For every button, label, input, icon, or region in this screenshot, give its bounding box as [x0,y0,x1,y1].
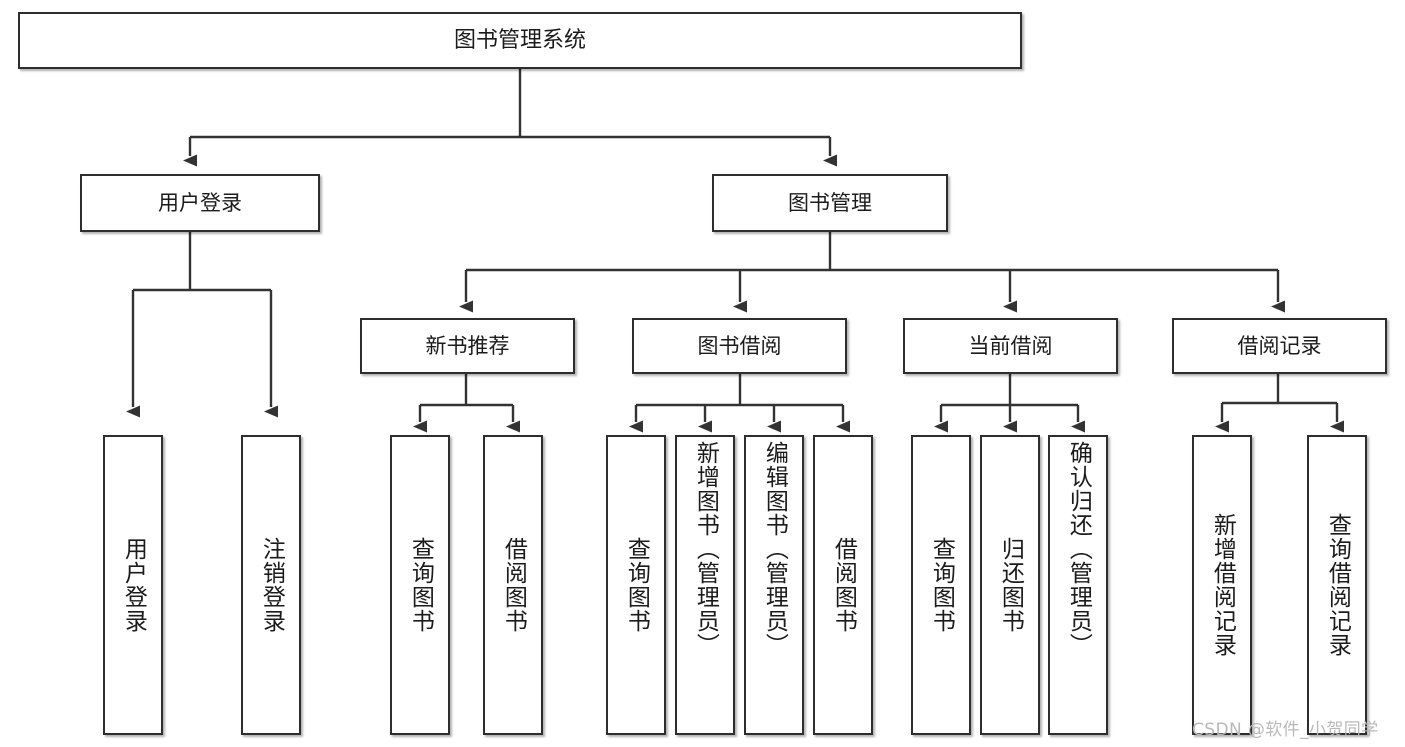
leaf-label: 归还图书 [997,537,1024,633]
node-book-management[interactable]: 图书管理 [712,174,948,232]
node-new-book-recommend-label: 新书推荐 [425,333,510,358]
leaf-book-borrow-borrow-book[interactable]: 借阅图书 [813,435,873,735]
leaf-current-borrow-query-book[interactable]: 查询图书 [911,435,971,735]
node-book-management-label: 图书管理 [788,190,872,215]
leaf-new-book-recommend-borrow-book[interactable]: 借阅图书 [483,435,543,735]
leaf-book-borrow-add-book-admin[interactable]: 新增图书（管理员） [675,435,735,735]
node-user-login-label: 用户登录 [158,190,242,215]
leaf-borrow-record-query-record[interactable]: 查询借阅记录 [1307,435,1367,735]
leaf-label: 借阅图书 [500,537,527,633]
node-root-book-management-system[interactable]: 图书管理系统 [18,12,1022,69]
leaf-label: 新增图书（管理员） [692,441,719,657]
node-book-borrow-label: 图书借阅 [697,333,782,358]
leaf-label: 查询图书 [928,537,955,633]
leaf-label: 注销登录 [258,537,285,633]
node-current-borrow-label: 当前借阅 [968,333,1053,358]
leaf-current-borrow-confirm-return-admin[interactable]: 确认归还（管理员） [1048,435,1108,735]
node-current-borrow[interactable]: 当前借阅 [903,318,1118,374]
leaf-new-book-recommend-query-book[interactable]: 查询图书 [390,435,450,735]
leaf-label: 新增借阅记录 [1209,513,1236,657]
leaf-label: 查询图书 [407,537,434,633]
leaf-user-login-user-login[interactable]: 用户登录 [103,435,163,735]
leaf-book-borrow-edit-book-admin[interactable]: 编辑图书（管理员） [744,435,804,735]
leaf-book-borrow-query-book[interactable]: 查询图书 [606,435,666,735]
leaf-label: 确认归还（管理员） [1065,441,1092,657]
leaf-label: 编辑图书（管理员） [761,441,788,657]
leaf-label: 查询图书 [623,537,650,633]
leaf-label: 用户登录 [120,537,147,633]
node-borrow-record-label: 借阅记录 [1237,333,1322,358]
node-root-label: 图书管理系统 [453,27,586,53]
node-borrow-record[interactable]: 借阅记录 [1172,318,1387,374]
leaf-user-login-logout[interactable]: 注销登录 [241,435,301,735]
leaf-borrow-record-add-record[interactable]: 新增借阅记录 [1192,435,1252,735]
node-user-login[interactable]: 用户登录 [80,174,320,232]
node-book-borrow[interactable]: 图书借阅 [632,318,847,374]
node-new-book-recommend[interactable]: 新书推荐 [360,318,575,374]
leaf-label: 查询借阅记录 [1324,513,1351,657]
leaf-label: 借阅图书 [830,537,857,633]
leaf-current-borrow-return-book[interactable]: 归还图书 [980,435,1040,735]
